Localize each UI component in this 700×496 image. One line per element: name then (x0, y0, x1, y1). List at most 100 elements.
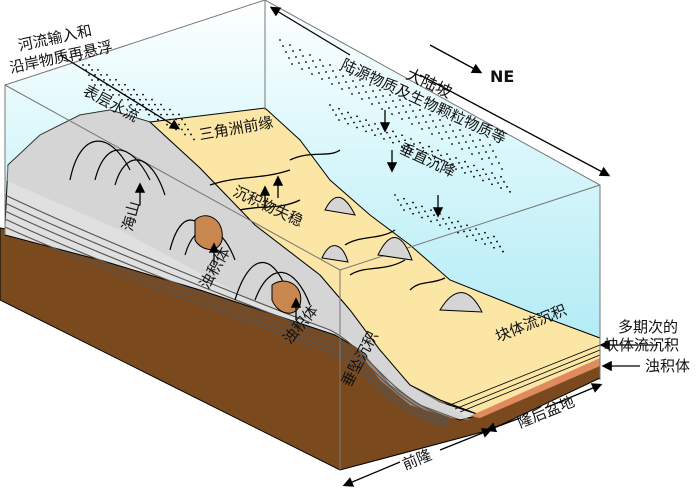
particle-dot (97, 69, 99, 71)
particle-dot (169, 108, 171, 111)
particle-dot (292, 50, 294, 52)
particle-dot (438, 132, 440, 134)
particle-dot (401, 145, 403, 148)
particle-dot (419, 141, 421, 144)
particle-dot (309, 54, 311, 56)
particle-dot (395, 135, 397, 138)
particle-dot (499, 245, 501, 248)
particle-dot (139, 108, 141, 111)
slide-blocks (321, 197, 483, 313)
particle-dot (489, 144, 491, 146)
particle-dot (418, 211, 420, 214)
particle-dot (319, 59, 321, 61)
particle-dot (404, 139, 406, 142)
particle-dot (395, 106, 397, 108)
particle-dot (121, 98, 123, 101)
particle-dot (452, 130, 454, 132)
particle-dot (413, 143, 415, 145)
particle-dot (493, 235, 495, 238)
particle-dot (356, 126, 358, 129)
particle-dot (133, 88, 135, 91)
particle-dot (428, 156, 430, 159)
particle-dot (503, 180, 505, 183)
particle-dot (151, 98, 153, 101)
particle-dot (386, 131, 388, 134)
particle-dot (145, 98, 147, 101)
particle-dot (94, 84, 96, 86)
particle-dot (439, 119, 441, 121)
particle-dot (418, 122, 420, 124)
particle-dot (492, 150, 494, 152)
particle-dot (127, 88, 129, 91)
particle-dot (428, 145, 430, 148)
particle-dot (347, 122, 349, 125)
particle-dot (475, 146, 477, 148)
particle-dot (335, 114, 337, 116)
particle-dot (321, 78, 323, 80)
particle-dot (437, 160, 439, 163)
particle-dot (181, 128, 183, 131)
particle-dot (103, 79, 105, 81)
particle-dot (406, 202, 408, 205)
particle-dot (470, 170, 472, 173)
particle-dot (331, 83, 333, 85)
particle-dot (488, 157, 490, 159)
particle-dot (409, 207, 411, 210)
particle-dot (461, 148, 463, 150)
particle-dot (460, 225, 462, 228)
particle-dot (411, 123, 413, 125)
particle-dot (121, 88, 123, 91)
particle-dot (488, 178, 490, 181)
particle-dot (352, 80, 354, 82)
particle-dot (437, 149, 439, 152)
particle-dot (412, 201, 414, 204)
particle-dot (312, 60, 314, 62)
particle-dot (160, 103, 162, 106)
particle-dot (100, 74, 102, 76)
particle-dot (160, 113, 162, 116)
particle-dot (487, 236, 489, 239)
particle-dot (502, 250, 504, 253)
particle-dot (409, 104, 411, 106)
particle-dot (305, 61, 307, 63)
particle-dot (332, 70, 334, 72)
particle-dot (495, 156, 497, 158)
particle-dot (298, 62, 300, 64)
particle-dot (478, 233, 480, 235)
particle-dot (341, 88, 343, 90)
particle-dot (500, 187, 502, 189)
particle-dot (421, 205, 423, 208)
particle-dot (124, 83, 126, 86)
particle-dot (388, 107, 390, 109)
particle-dot (445, 223, 447, 225)
particle-dot (311, 73, 313, 75)
particle-dot (482, 179, 484, 182)
particle-dot (338, 119, 340, 121)
particle-dot (425, 151, 427, 154)
particle-dot (372, 90, 374, 92)
particle-dot (436, 219, 438, 222)
particle-dot (100, 84, 102, 86)
particle-dot (369, 84, 371, 86)
particle-dot (451, 143, 453, 145)
particle-dot (94, 74, 96, 76)
particle-dot (130, 93, 132, 96)
particle-dot (403, 209, 405, 211)
particle-dot (402, 105, 404, 107)
particle-dot (391, 113, 393, 115)
particle-dot (446, 153, 448, 156)
particle-dot (459, 129, 461, 131)
particle-dot (166, 113, 168, 116)
particle-dot (461, 167, 463, 169)
particle-dot (344, 117, 346, 120)
particle-dot (458, 142, 460, 144)
particle-dot (500, 175, 502, 178)
particle-dot (341, 112, 343, 115)
particle-dot (148, 103, 150, 106)
particle-dot (422, 115, 424, 117)
particle-dot (430, 220, 432, 223)
particle-dot (338, 82, 340, 84)
particle-dot (493, 246, 495, 249)
particle-dot (299, 49, 301, 51)
particle-dot (308, 67, 310, 69)
